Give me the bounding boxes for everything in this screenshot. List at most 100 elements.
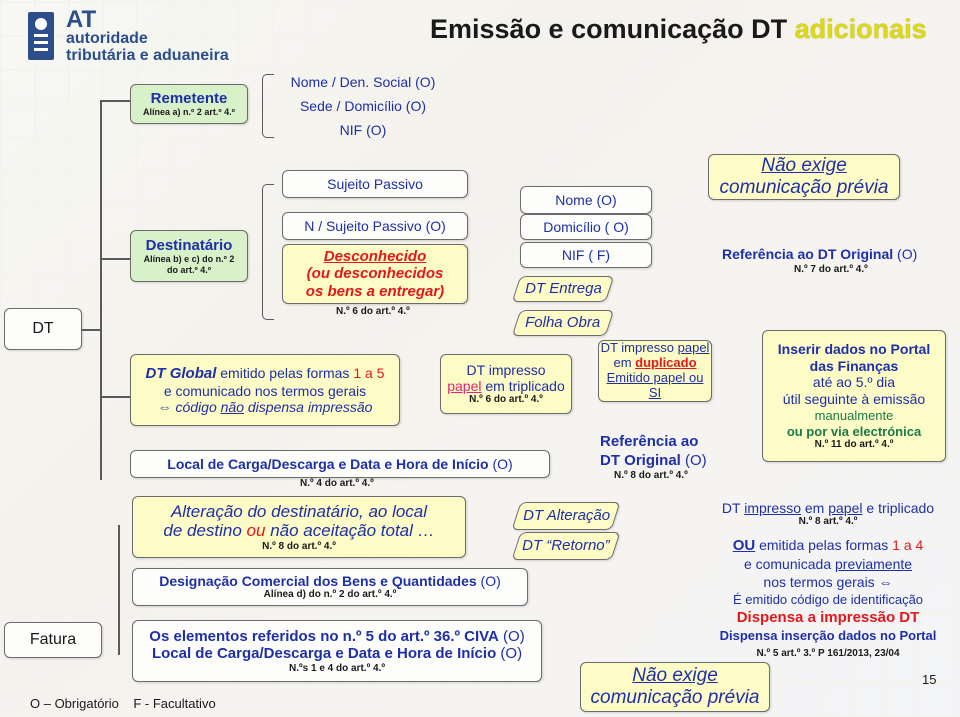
dt-impresso-triplicado-papel: papel [447,378,482,395]
nao-exige-top-line-2: comunicação prévia [719,177,889,198]
desconhecido-line-1: Desconhecido [323,248,427,266]
dt-alteracao-label: DT Alteração [522,507,610,525]
ou-emitida-line-3: nos termos gerais ⇔ [704,573,952,591]
connector-dt-vertical [100,100,102,480]
remetente-brace [262,74,274,138]
elementos-line-1: Os elementos referidos no n.º 5 do art.º… [149,628,524,645]
desconhecido-line-2: (ou desconhecidos [306,265,444,283]
connector-global [100,396,130,398]
local-carga-label: Local de Carga/Descarga e Data e Hora de… [167,455,489,472]
nao-exige-bottom-line-1: Não exige [632,665,718,687]
dt-global-nao: não [220,398,244,415]
dt-entrega-label: DT Entrega [524,280,602,298]
ref-original-mid-suffix: (O) [680,452,707,469]
ou-emitida-forms: 1 a 4 [892,537,924,553]
dt-global-text: emitido pelas formas [216,365,354,382]
dt-global-title: DT Global [145,365,217,383]
dt-impresso-fatura: DT impresso em papel e triplicado N.º 8 … [708,500,948,527]
ou-emitida-ou: OU [732,537,756,554]
dt-impresso-duplicado-box: DT impresso papel em duplicado Emitido p… [598,340,712,402]
dt-retorno-label: DT “Retorno” [522,537,610,555]
ou-emitida-arrow-icon: ⇔ [878,574,893,590]
dt-impresso-fatura-em: em [801,500,829,516]
ref-original-top-label: Referência ao DT Original [722,246,894,262]
elementos-line-1-suffix: (O) [498,628,525,645]
ref-original-mid-line-1: Referência ao [600,433,699,450]
fatura-label-box: Fatura [4,622,102,658]
entrega-nome-box: Nome (O) [520,186,652,214]
dt-impresso-triplicado-box: DT impresso papel em triplicado N.º 6 do… [440,354,572,414]
sujeito-passivo-label: Sujeito Passivo [327,175,423,192]
page-title-accent: adicionais [794,14,927,44]
dt-impresso-fatura-papel: papel [828,500,863,516]
dt-impresso-duplicado-papel: papel [677,340,710,356]
dt-impresso-fatura-line: DT impresso em papel e triplicado [708,500,948,516]
inserir-dados-line-5: manualmente [814,408,894,423]
ref-original-top-ref: N.º 7 do art.º 4.º [794,264,868,275]
desconhecido-line-3: os bens a entregar) [305,282,445,300]
inserir-dados-line-6: ou por via electrónica [786,423,922,439]
entrega-domicilio: Domicílio ( O) [543,218,629,235]
dt-impresso-duplicado-line-2: em duplicado [613,355,697,371]
nao-exige-top-line-1: Não exige [761,155,847,177]
alteracao-ou: ou [246,521,266,541]
inserir-dados-box: Inserir dados no Portal das Finanças até… [762,330,946,462]
dt-impresso-triplicado-line-1: DT impresso [466,362,546,379]
dt-global-dispensa: dispensa impressão [244,398,373,415]
connector-remetente [100,100,130,102]
logo-autoridade: autoridade [66,30,148,47]
remetente-item-sede: Sede / Domicílio (O) [299,98,427,114]
remetente-item-nome: Nome / Den. Social (O) [290,74,436,90]
entrega-nome: Nome (O) [555,191,617,208]
designacao-box: Designação Comercial dos Bens e Quantida… [132,568,528,606]
entrega-nif: NIF ( F) [561,246,611,263]
dt-impresso-fatura-ref: N.º 8 art.º 4.º [798,516,858,527]
ou-emitida: OU emitida pelas formas 1 a 4 e comunica… [704,536,952,663]
elementos-line-1-text: Os elementos referidos no n.º 5 do art.º… [149,628,499,645]
logo-at: AT [66,6,97,33]
dt-impresso-duplicado-duplicado: duplicado [635,355,697,371]
dt-retorno-box: DT “Retorno” [511,532,621,560]
connector-fatura-vertical [118,525,120,655]
dt-impresso-fatura-dt: DT [721,500,745,516]
ref-original-mid-dt: DT Original [600,452,681,469]
nao-exige-top-nao: Não exige [761,155,847,177]
inserir-dados-line-1: Inserir dados no Portal [777,340,931,357]
dt-entrega-box: DT Entrega [511,276,615,302]
ou-emitida-line-6: Dispensa inserção dados no Portal [719,628,937,643]
nao-exige-bottom-box: Não exige comunicação prévia [580,662,770,712]
dt-impresso-triplicado-em: em triplicado [481,378,565,395]
connector-destinatario [100,258,130,260]
remetente-item-nif: NIF (O) [339,122,387,138]
dt-global-line-2: e comunicado nos termos gerais [163,382,367,399]
connector-dt-horizontal [82,329,100,331]
dt-impresso-fatura-impresso: impresso [744,500,801,516]
remetente-box: Remetente Alínea a) n.º 2 art.º 4.º [130,84,248,124]
dt-alteracao-box: DT Alteração [511,502,621,530]
dt-global-codigo: código [171,398,221,415]
destinatario-title: Destinatário [145,237,233,255]
nao-exige-top-box: Não exige comunicação prévia [708,154,900,200]
elementos-box: Os elementos referidos no n.º 5 do art.º… [132,620,542,682]
local-carga-suffix: (O) [488,455,513,472]
alteracao-line-1: Alteração do destinatário, ao local [170,501,428,521]
destinatario-brace [262,184,274,320]
inserir-dados-line-2: das Finanças [809,357,899,374]
designacao-ref: Alínea d) do n.º 2 do art.º 4.º [263,589,397,601]
nao-exige-bottom-line-2: comunicação prévia [590,687,760,708]
inserir-dados-line-4: útil seguinte à emissão [782,391,926,408]
destinatario-ref-1: Alínea b) e c) do n.º 2 [143,254,235,265]
nao-exige-bottom-nao: Não exige [632,665,718,687]
elementos-line-2-text: Local de Carga/Descarga e Data e Hora de… [151,645,497,663]
ref-original-mid: Referência ao DT Original (O) [600,432,707,470]
alteracao-destino: de destino [163,521,247,541]
ou-emitida-line-2: e comunicada previamente [704,555,952,573]
ou-emitida-line-4: É emitido código de identificação [732,592,924,607]
dt-impresso-triplicado-ref: N.º 6 do art.º 4.º [469,394,543,406]
designacao-label: Designação Comercial dos Bens e Quantida… [159,573,477,590]
entrega-domicilio-box: Domicílio ( O) [520,214,652,240]
designacao-line: Designação Comercial dos Bens e Quantida… [159,573,501,589]
desconhecido-box: Desconhecido (ou desconhecidos os bens a… [282,244,468,304]
fatura-label: Fatura [29,630,77,648]
inserir-dados-ref: N.º 11 do art.º 4.º [814,439,894,451]
